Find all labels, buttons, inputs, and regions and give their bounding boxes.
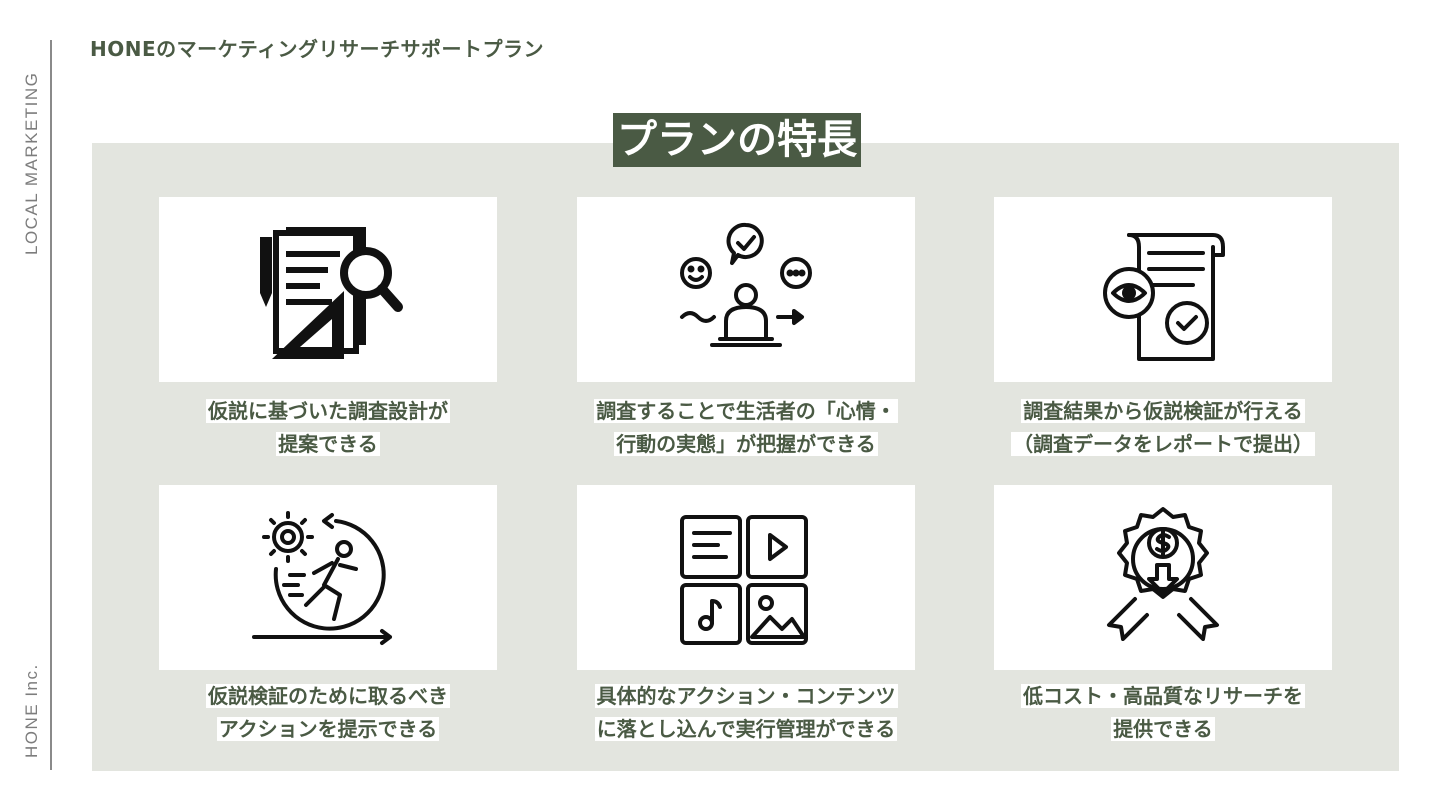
feature-card-4 [159,485,497,670]
feature-card-1 [159,197,497,382]
feature-card-6 [994,485,1332,670]
feature-caption-1: 仮説に基づいた調査設計が 提案できる [206,399,450,456]
page-title: HONEのマーケティングリサーチサポートプラン [90,37,545,61]
document-magnifier-icon [260,226,403,359]
feature-card-3 [994,197,1332,382]
section-heading: プランの特長 [613,113,861,167]
feature-caption-6: 低コスト・高品質なリサーチを 提供できる [1021,684,1305,741]
feature-card-5 [577,485,915,670]
feature-card-2 [577,197,915,382]
person-feedback-icon [680,222,812,347]
content-tiles-icon [680,514,808,645]
report-eye-check-icon [1103,232,1225,361]
side-label-top: LOCAL MARKETING [22,71,41,255]
side-divider [50,40,52,770]
runner-gear-cycle-icon [252,510,392,645]
side-label-bottom: HONE Inc. [22,663,41,758]
feature-caption-2: 調査することで生活者の「心情・ 行動の実態」が把握ができる [594,399,898,456]
feature-caption-4: 仮説検証のために取るべき アクションを提示できる [206,684,450,741]
dollar-award-icon [1107,506,1219,641]
feature-caption-3: 調査結果から仮説検証が行える （調査データをレポートで提出） [1011,399,1315,456]
feature-caption-5: 具体的なアクション・コンテンツ に落とし込んで実行管理ができる [594,684,898,741]
